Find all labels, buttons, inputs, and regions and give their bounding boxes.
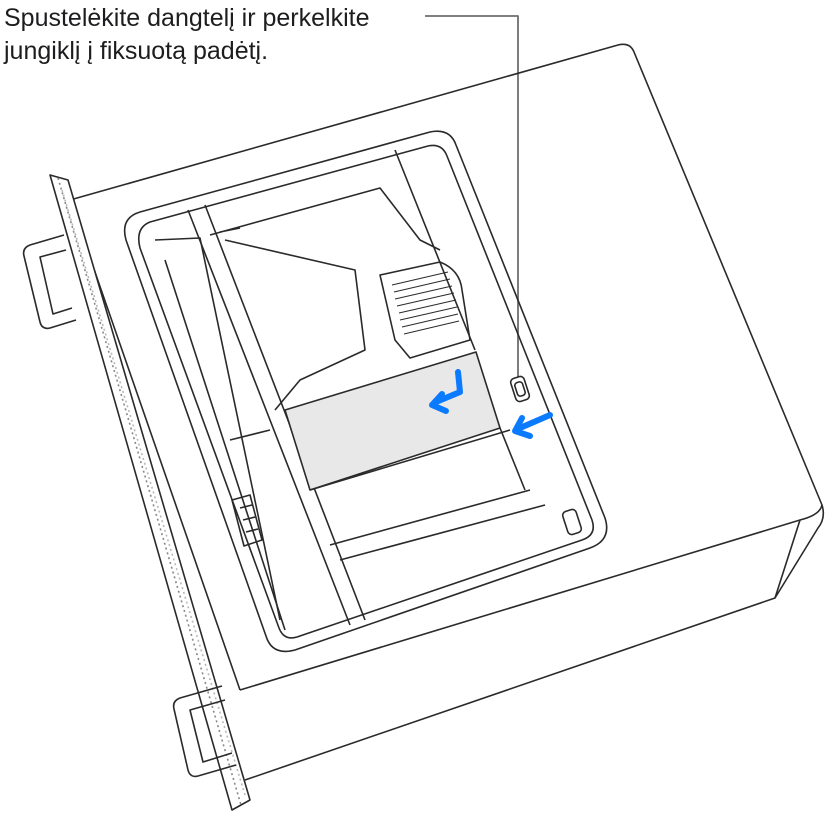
bottom-handle[interactable] [172,685,237,778]
slide-arrow-icon [517,412,553,431]
caption-line-2: jungiklį į fiksuotą padėtį. [4,37,269,65]
callout-caption: Spustelėkite dangtelį ir perkelkite jung… [4,2,369,68]
front-panel-mesh [49,174,251,811]
vent-grille [379,261,471,359]
top-handle[interactable] [22,234,77,330]
lock-switch[interactable] [509,375,531,403]
blue-arrows [429,369,553,439]
latch [231,494,263,547]
press-arrow-icon [433,369,463,405]
callout-line [425,15,519,382]
internal-cavity [123,130,608,653]
caption-line-1: Spustelėkite dangtelį ir perkelkite [4,4,370,32]
lower-switch[interactable] [561,508,583,536]
